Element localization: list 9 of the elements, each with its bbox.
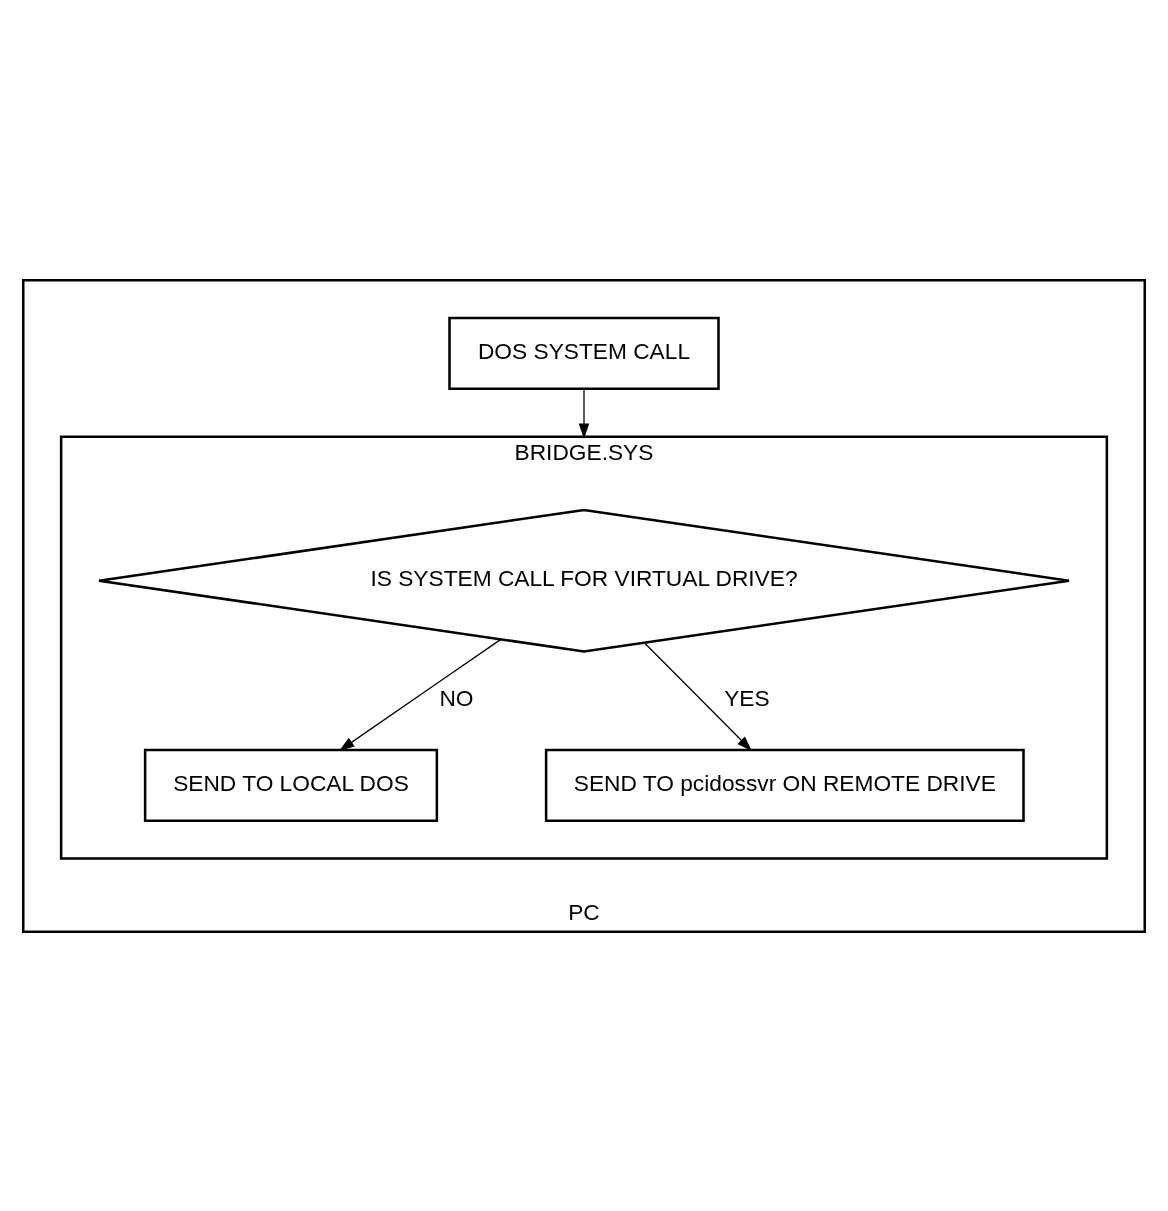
arrow [578,387,590,439]
edge-label: YES [724,684,770,711]
edge-label: NO [439,684,474,711]
node-box: DOS SYSTEM CALL [448,316,720,390]
node-box: SEND TO pcidossvr ON REMOTE DRIVE [544,748,1025,822]
node-box: SEND TO LOCAL DOS [143,748,439,822]
arrow [339,638,502,751]
node-diamond: IS SYSTEM CALL FOR VIRTUAL DRIVE? [97,508,1071,653]
arrow [644,642,752,751]
